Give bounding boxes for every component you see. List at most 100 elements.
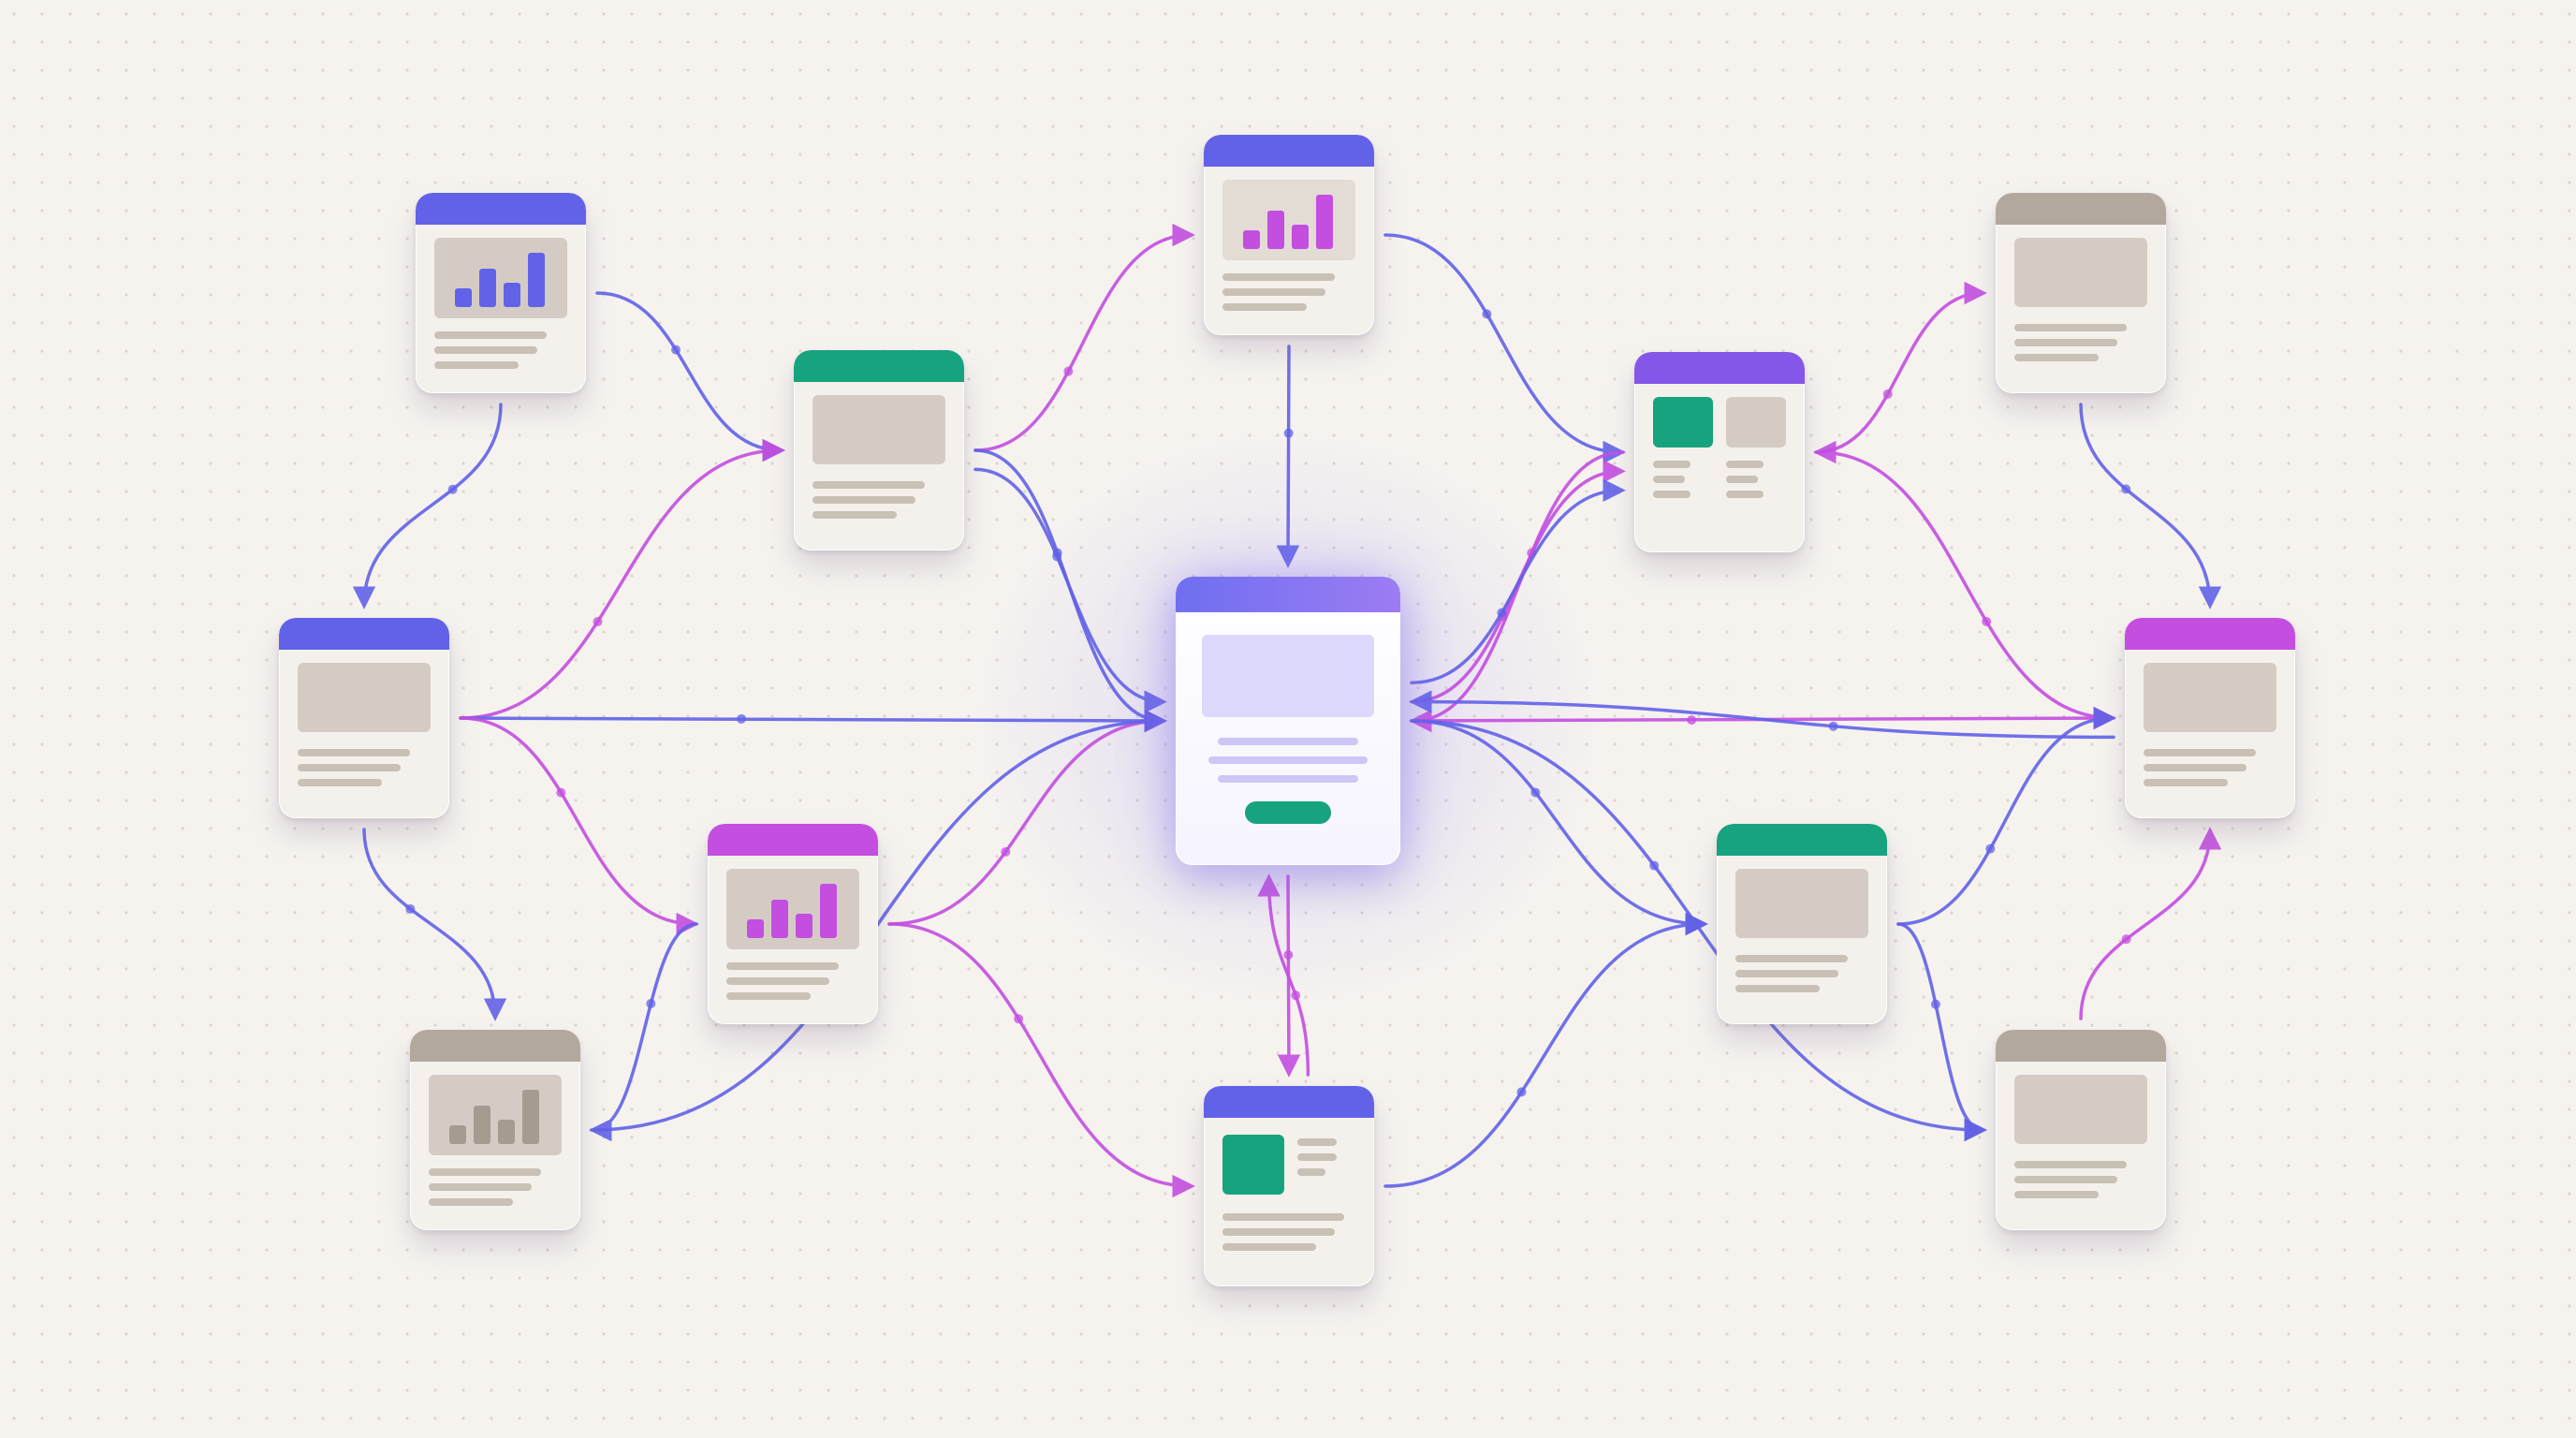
chart-bar <box>498 1120 515 1144</box>
image-tile <box>1726 397 1786 448</box>
edge-hub-to-n9 <box>1410 478 1626 684</box>
edge-n5-to-hub <box>887 709 1167 926</box>
content-panel <box>2014 238 2147 307</box>
hub-card[interactable] <box>1176 577 1400 865</box>
text-line <box>2014 1161 2127 1168</box>
flow-dot <box>1001 846 1011 857</box>
edge-n4-to-n6 <box>973 223 1195 452</box>
chart-bar <box>771 900 788 938</box>
flow-dot <box>2121 934 2131 945</box>
text-line <box>2144 764 2247 771</box>
flow-dot <box>1283 428 1294 438</box>
node-card-n10[interactable] <box>1717 824 1887 1024</box>
flow-dot <box>1052 551 1062 562</box>
edge-n1-to-n4 <box>595 291 785 462</box>
content-panel <box>812 395 945 464</box>
node-card-n9[interactable] <box>1634 352 1805 552</box>
text-line <box>1222 1228 1335 1236</box>
edge-n2-to-n4 <box>459 438 785 720</box>
text-line <box>2014 1176 2117 1183</box>
content-panel <box>1735 869 1868 938</box>
edge-n2-to-n3 <box>362 828 507 1021</box>
chart-bar <box>747 919 764 938</box>
content-panel <box>298 663 431 732</box>
chart-bar <box>479 269 496 307</box>
flow-dot <box>1687 715 1697 726</box>
node-card-n6[interactable] <box>1204 135 1374 335</box>
submit-button[interactable] <box>1245 801 1331 824</box>
node-card-n1[interactable] <box>416 193 586 393</box>
edge-n12-to-n9 <box>1813 440 2115 720</box>
flow-dot <box>1930 999 1940 1009</box>
text-line <box>1297 1168 1325 1176</box>
card-header-bar <box>416 193 586 225</box>
edge-n8-to-n10 <box>1383 912 1708 1188</box>
edge-n2-to-hub <box>459 709 1167 733</box>
node-card-n4[interactable] <box>794 350 964 550</box>
text-line <box>434 331 547 339</box>
edge-hub-to-n13 <box>1410 719 1987 1142</box>
chart-bar <box>455 288 472 307</box>
text-line <box>1222 1243 1316 1251</box>
card-header-bar <box>2125 618 2295 650</box>
node-card-n13[interactable] <box>1996 1030 2166 1230</box>
edge-n6-to-hub <box>1276 345 1300 568</box>
card-header-bar <box>1717 824 1887 856</box>
chart-bar <box>796 914 812 938</box>
form-text-line <box>1218 775 1358 783</box>
edge-n5-to-n3 <box>589 922 698 1142</box>
node-card-n3[interactable] <box>410 1030 580 1230</box>
text-line <box>429 1168 541 1176</box>
text-line <box>2144 749 2256 756</box>
edge-n8-to-hub <box>1257 873 1310 1077</box>
text-line <box>2014 324 2127 331</box>
bar-chart-icon <box>1243 191 1333 249</box>
text-line <box>1653 461 1690 468</box>
text-line <box>429 1183 532 1191</box>
text-line <box>1726 491 1764 498</box>
text-line <box>1653 491 1690 498</box>
card-header-bar <box>794 350 964 382</box>
edge-n2-to-n5 <box>459 716 699 936</box>
flow-dot <box>671 345 681 355</box>
chart-bar <box>1292 225 1309 249</box>
card-header-bar <box>708 824 878 856</box>
text-line <box>1735 985 1820 992</box>
card-header-bar <box>1204 1086 1374 1118</box>
form-text-line <box>1208 756 1368 764</box>
text-line <box>2014 354 2099 361</box>
node-card-n5[interactable] <box>708 824 878 1024</box>
text-line <box>726 977 829 985</box>
text-line <box>812 511 897 519</box>
node-card-n8[interactable] <box>1204 1086 1374 1286</box>
edge-n13-to-n12 <box>2079 827 2222 1020</box>
flow-dot <box>1828 721 1838 731</box>
edge-n11-to-n12 <box>2079 403 2222 609</box>
flow-dot <box>556 787 566 798</box>
image-tile <box>1222 1135 1284 1195</box>
text-line <box>298 764 401 771</box>
node-card-n12[interactable] <box>2125 618 2295 818</box>
text-line <box>1297 1138 1337 1146</box>
text-line <box>1222 273 1335 281</box>
content-panel <box>2144 663 2276 732</box>
node-card-n2[interactable] <box>279 618 449 818</box>
edge-n6-to-n9 <box>1383 233 1626 464</box>
card-header-bar <box>1996 193 2166 225</box>
text-line <box>1735 970 1838 977</box>
card-header-bar <box>279 618 449 650</box>
form-text-line <box>1218 738 1358 745</box>
text-line <box>1726 461 1764 468</box>
card-header-bar <box>1176 577 1400 612</box>
bar-chart-icon <box>449 1086 539 1144</box>
text-line <box>298 749 410 756</box>
text-line <box>434 346 537 354</box>
edge-n1-to-n2 <box>352 403 503 609</box>
node-card-n11[interactable] <box>1996 193 2166 393</box>
card-header-bar <box>1204 135 1374 167</box>
edge-n10-to-n12 <box>1896 706 2116 926</box>
edge-n12-to-hub <box>1409 690 2115 740</box>
flow-dot <box>1497 608 1507 618</box>
